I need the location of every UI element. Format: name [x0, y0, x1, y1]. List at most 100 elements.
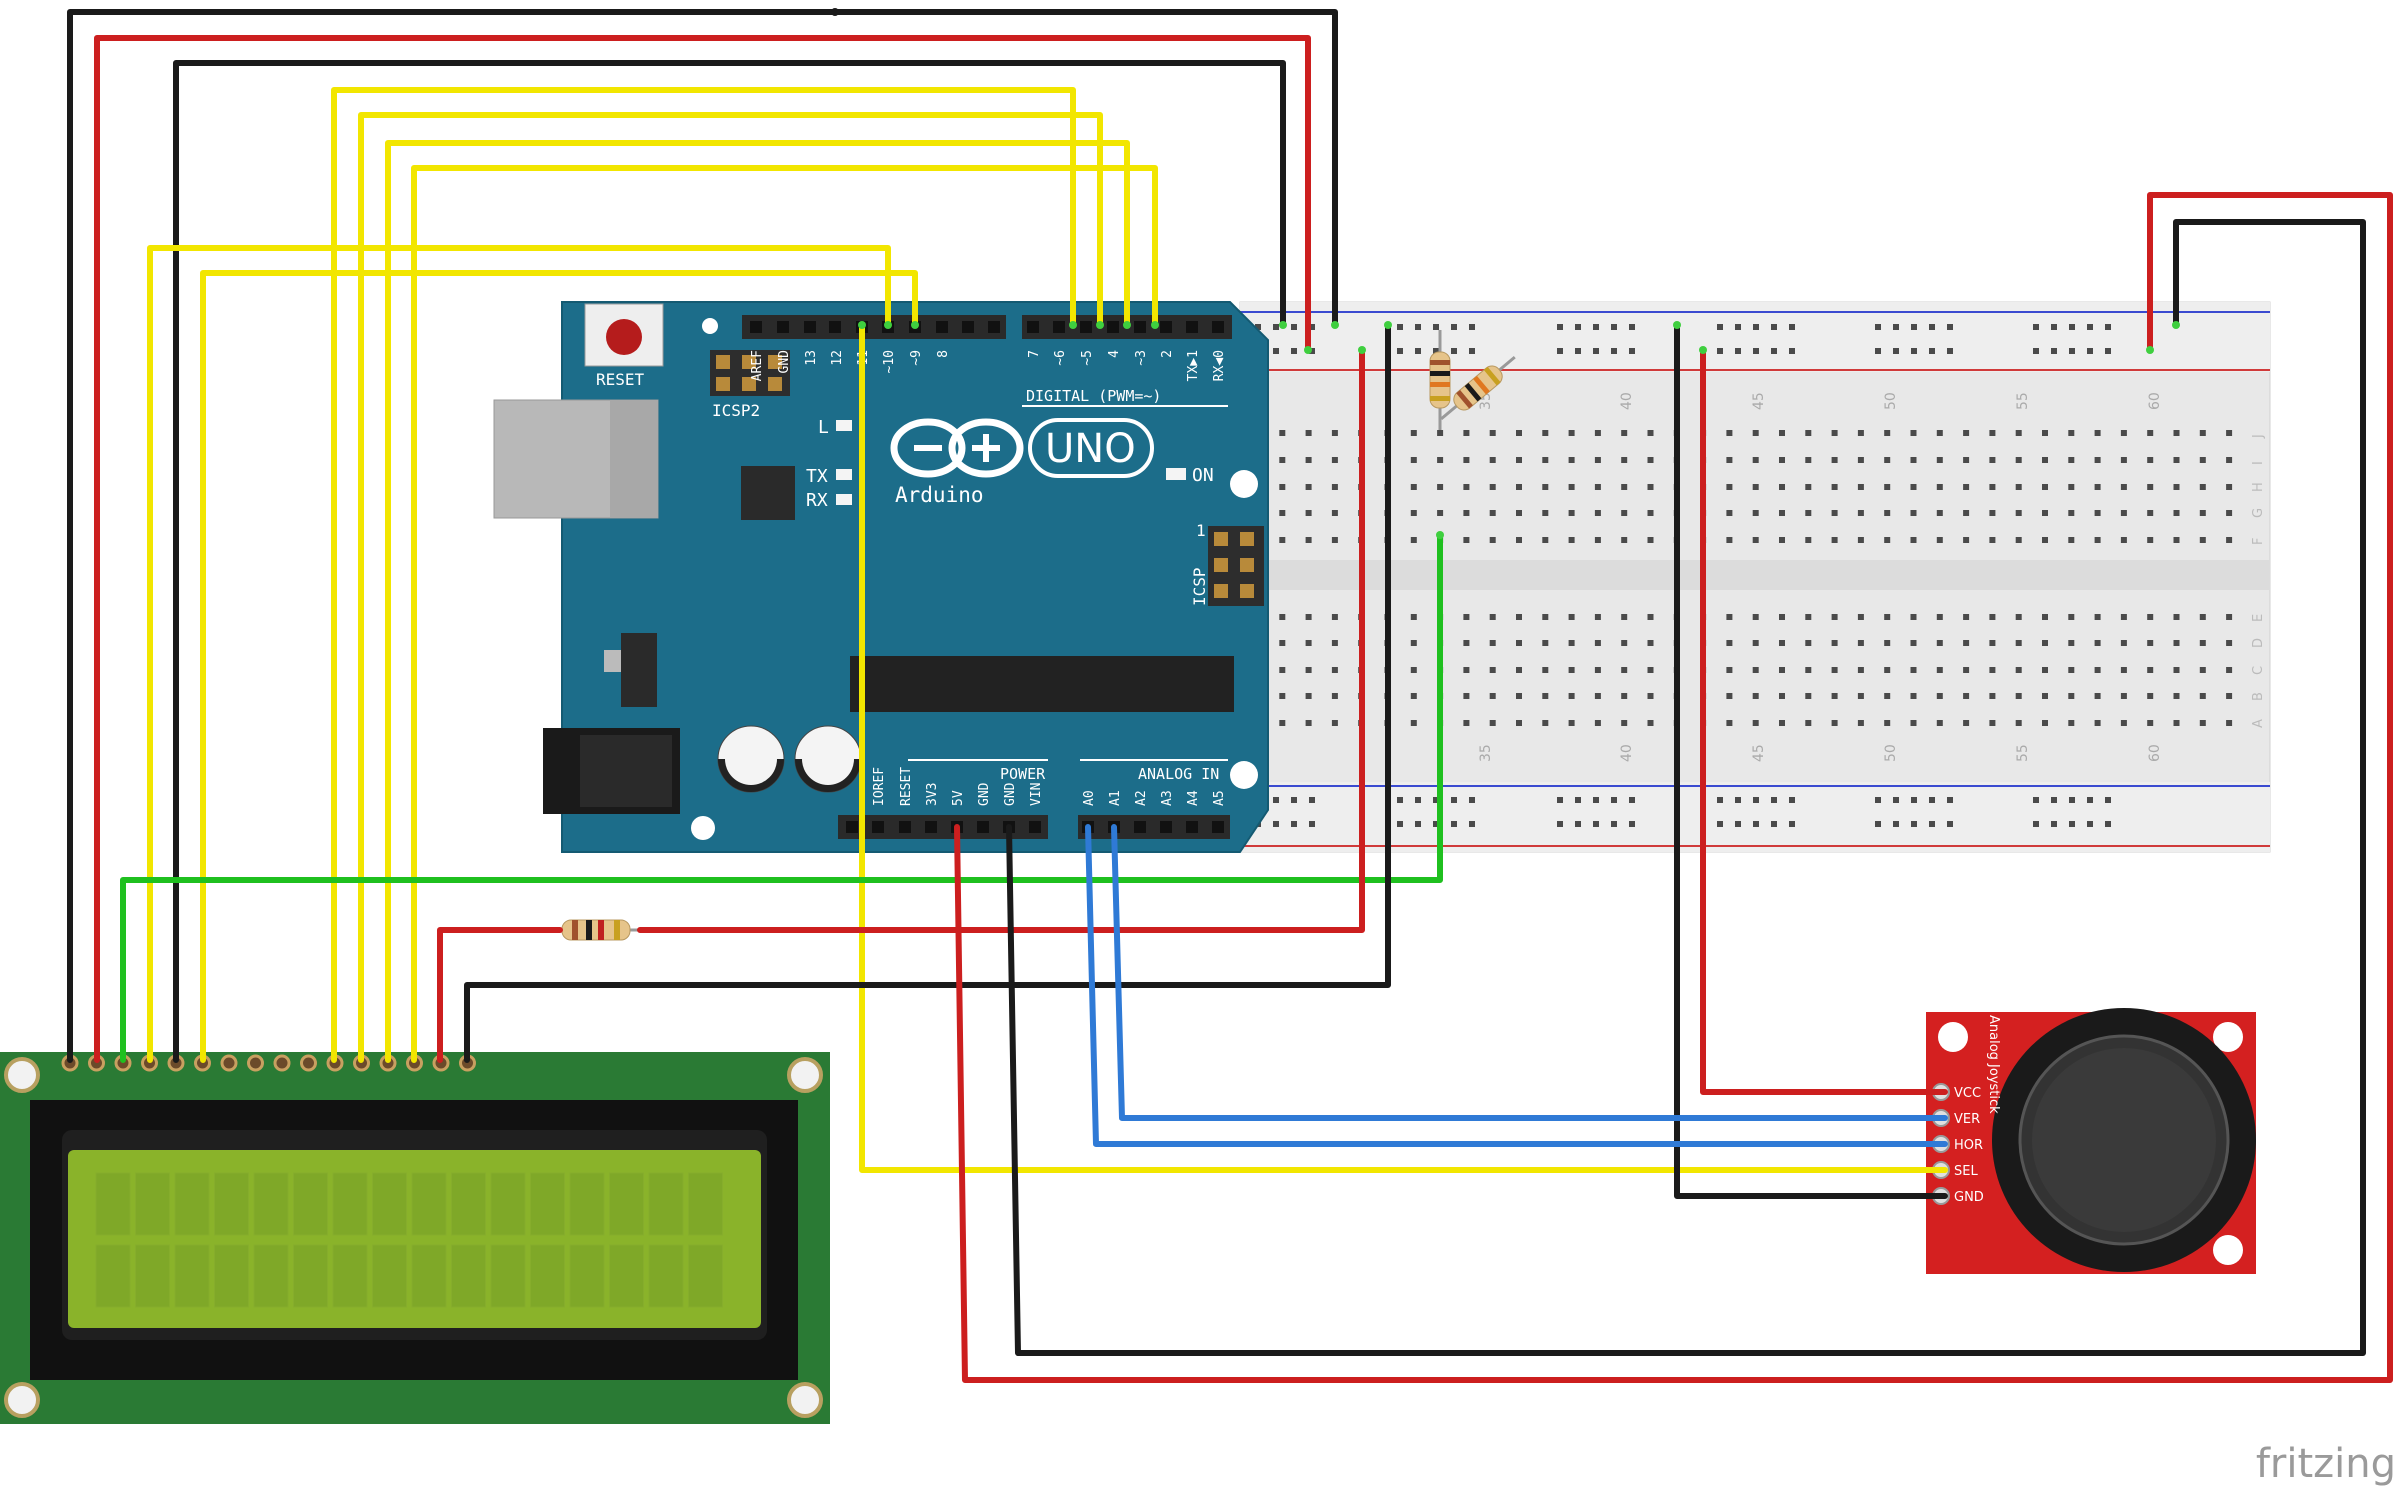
- breadboard-hole[interactable]: [2226, 667, 2233, 673]
- rail-hole[interactable]: [1291, 324, 1297, 330]
- rail-hole[interactable]: [1717, 797, 1723, 803]
- breadboard-hole[interactable]: [2226, 640, 2233, 646]
- rail-hole[interactable]: [1771, 797, 1777, 803]
- header-socket[interactable]: [1186, 321, 1198, 333]
- breadboard-hole[interactable]: [2199, 614, 2206, 620]
- rail-hole[interactable]: [1433, 821, 1439, 827]
- rail-hole[interactable]: [1875, 348, 1881, 354]
- breadboard-hole[interactable]: [1463, 457, 1470, 463]
- breadboard-hole[interactable]: [2042, 484, 2048, 490]
- breadboard-hole[interactable]: [2147, 693, 2154, 699]
- breadboard-hole[interactable]: [2147, 640, 2154, 646]
- rail-hole[interactable]: [1929, 348, 1935, 354]
- rail-hole[interactable]: [1947, 821, 1953, 827]
- breadboard-hole[interactable]: [1489, 537, 1496, 543]
- breadboard-hole[interactable]: [1331, 430, 1338, 436]
- breadboard-hole[interactable]: [1726, 537, 1733, 543]
- breadboard-hole[interactable]: [1752, 484, 1759, 490]
- breadboard-hole[interactable]: [1726, 614, 1733, 620]
- rail-hole[interactable]: [1717, 324, 1723, 330]
- rail-hole[interactable]: [1717, 821, 1723, 827]
- rail-hole[interactable]: [2033, 821, 2039, 827]
- rail-hole[interactable]: [1735, 324, 1741, 330]
- breadboard-hole[interactable]: [1884, 484, 1891, 490]
- lcd-pin[interactable]: [220, 1054, 238, 1072]
- breadboard-hole[interactable]: [1989, 614, 1996, 620]
- breadboard-hole[interactable]: [2094, 510, 2101, 516]
- breadboard-hole[interactable]: [1410, 667, 1417, 673]
- breadboard-hole[interactable]: [1305, 537, 1312, 543]
- rail-hole[interactable]: [2105, 797, 2111, 803]
- rail-hole[interactable]: [1397, 797, 1403, 803]
- rail-hole[interactable]: [1557, 797, 1563, 803]
- header-socket[interactable]: [1160, 821, 1172, 833]
- breadboard-hole[interactable]: [1331, 537, 1338, 543]
- breadboard-hole[interactable]: [2173, 484, 2180, 490]
- rail-hole[interactable]: [1735, 821, 1741, 827]
- rail-hole[interactable]: [1593, 324, 1599, 330]
- breadboard-hole[interactable]: [1752, 693, 1759, 699]
- rail-hole[interactable]: [1593, 348, 1599, 354]
- rail-hole[interactable]: [1789, 348, 1795, 354]
- header-socket[interactable]: [899, 821, 911, 833]
- breadboard-hole[interactable]: [1594, 457, 1601, 463]
- breadboard-hole[interactable]: [2147, 667, 2154, 673]
- rail-hole[interactable]: [1469, 324, 1475, 330]
- breadboard-hole[interactable]: [1516, 430, 1522, 436]
- breadboard-hole[interactable]: [1910, 667, 1917, 673]
- breadboard-hole[interactable]: [2199, 640, 2206, 646]
- breadboard-hole[interactable]: [1936, 693, 1943, 699]
- breadboard-hole[interactable]: [2147, 484, 2154, 490]
- rail-hole[interactable]: [1291, 797, 1297, 803]
- rail-hole[interactable]: [1309, 348, 1315, 354]
- rail-hole[interactable]: [1575, 797, 1581, 803]
- breadboard-hole[interactable]: [1621, 510, 1628, 516]
- rail-hole[interactable]: [2087, 324, 2093, 330]
- breadboard-hole[interactable]: [1647, 457, 1654, 463]
- breadboard-hole[interactable]: [1831, 693, 1838, 699]
- breadboard-hole[interactable]: [2042, 430, 2048, 436]
- rail-hole[interactable]: [1911, 797, 1917, 803]
- breadboard-hole[interactable]: [1779, 614, 1785, 620]
- breadboard-hole[interactable]: [1779, 457, 1785, 463]
- breadboard-hole[interactable]: [1542, 457, 1549, 463]
- breadboard-hole[interactable]: [1831, 484, 1838, 490]
- header-socket[interactable]: [1053, 321, 1065, 333]
- breadboard-hole[interactable]: [2173, 640, 2180, 646]
- rail-hole[interactable]: [1893, 797, 1899, 803]
- header-socket[interactable]: [829, 321, 841, 333]
- breadboard-hole[interactable]: [1831, 430, 1838, 436]
- breadboard-hole[interactable]: [2147, 537, 2154, 543]
- rail-hole[interactable]: [1433, 324, 1439, 330]
- breadboard-hole[interactable]: [1647, 667, 1654, 673]
- rail-hole[interactable]: [1753, 797, 1759, 803]
- breadboard-hole[interactable]: [2147, 720, 2154, 726]
- breadboard-hole[interactable]: [1752, 537, 1759, 543]
- breadboard-hole[interactable]: [1489, 614, 1496, 620]
- breadboard-hole[interactable]: [1936, 537, 1943, 543]
- breadboard-hole[interactable]: [1910, 640, 1917, 646]
- breadboard-hole[interactable]: [1305, 430, 1312, 436]
- breadboard-hole[interactable]: [1279, 484, 1286, 490]
- breadboard-hole[interactable]: [1437, 484, 1444, 490]
- breadboard-hole[interactable]: [1279, 693, 1286, 699]
- breadboard-hole[interactable]: [2068, 430, 2075, 436]
- breadboard-hole[interactable]: [2147, 614, 2154, 620]
- breadboard-hole[interactable]: [1857, 537, 1864, 543]
- rail-hole[interactable]: [1789, 821, 1795, 827]
- breadboard-hole[interactable]: [1936, 510, 1943, 516]
- rail-hole[interactable]: [1929, 324, 1935, 330]
- breadboard-hole[interactable]: [1831, 537, 1838, 543]
- breadboard-hole[interactable]: [2120, 510, 2127, 516]
- breadboard-hole[interactable]: [1463, 640, 1470, 646]
- breadboard-hole[interactable]: [1963, 720, 1970, 726]
- breadboard-hole[interactable]: [1963, 640, 1970, 646]
- breadboard-hole[interactable]: [1516, 510, 1522, 516]
- breadboard-hole[interactable]: [2094, 640, 2101, 646]
- rail-hole[interactable]: [1789, 797, 1795, 803]
- breadboard-hole[interactable]: [1594, 640, 1601, 646]
- rail-hole[interactable]: [1735, 348, 1741, 354]
- rail-hole[interactable]: [2105, 324, 2111, 330]
- breadboard-hole[interactable]: [2015, 693, 2022, 699]
- breadboard-hole[interactable]: [1463, 510, 1470, 516]
